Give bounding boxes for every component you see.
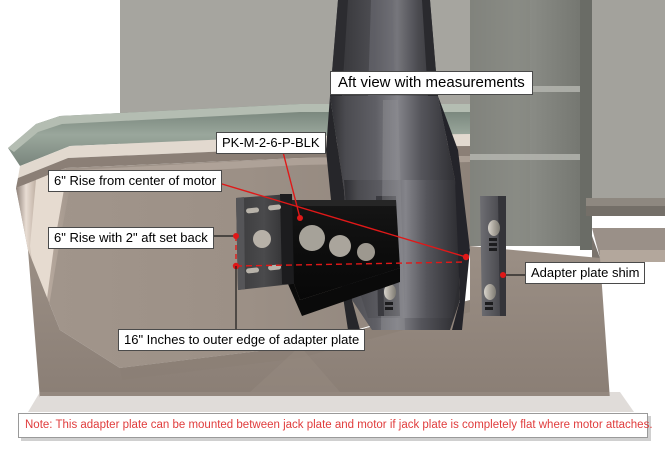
view-title-label: Aft view with measurements [330, 71, 533, 95]
measurement-leaders [200, 151, 525, 330]
part-number-label: PK-M-2-6-P-BLK [216, 132, 326, 154]
mounting-note: Note: This adapter plate can be mounted … [18, 413, 653, 438]
rise-from-center-label: 6" Rise from center of motor [48, 170, 223, 192]
adapter-plate-shim-label: Adapter plate shim [525, 262, 646, 284]
rise-with-setback-label: 6" Rise with 2" aft set back [48, 227, 214, 249]
leader-rise-from-center [201, 177, 467, 258]
transom-panel [470, 0, 665, 262]
dimension-horizontal-dashed [235, 261, 467, 267]
adapter-bracket [236, 194, 400, 316]
width-to-outer-edge-label: 16" Inches to outer edge of adapter plat… [118, 329, 366, 351]
